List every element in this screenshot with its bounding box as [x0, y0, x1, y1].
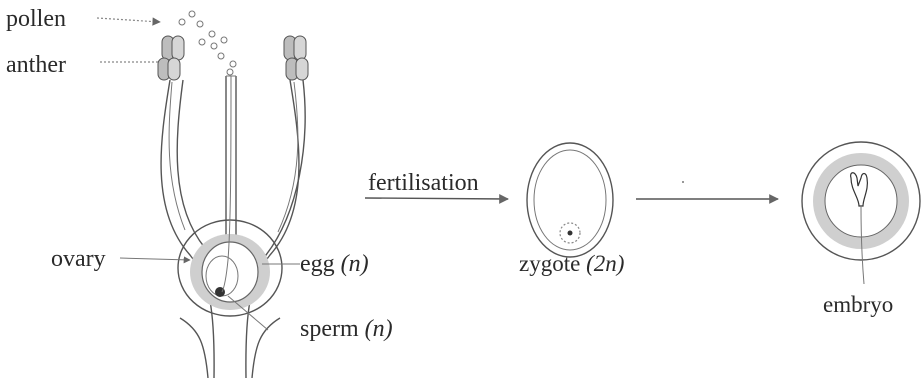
label-embryo: embryo — [823, 292, 893, 317]
label-pollen: pollen — [6, 6, 66, 32]
label-sperm: sperm (n) — [300, 316, 393, 342]
pollen-grains — [179, 11, 236, 75]
label-anther: anther — [6, 52, 66, 78]
anther-right — [284, 36, 308, 80]
zygote-illustration — [527, 143, 613, 257]
label-egg: egg (n) — [300, 251, 369, 277]
label-ovary: ovary — [51, 246, 106, 272]
flower-illustration — [158, 11, 308, 378]
fertilisation-arrow — [365, 198, 508, 199]
seed-illustration — [802, 142, 920, 284]
anther-left — [158, 36, 184, 80]
label-fertilisation: fertilisation — [368, 170, 479, 196]
label-zygote: zygote (2n) — [519, 251, 624, 276]
